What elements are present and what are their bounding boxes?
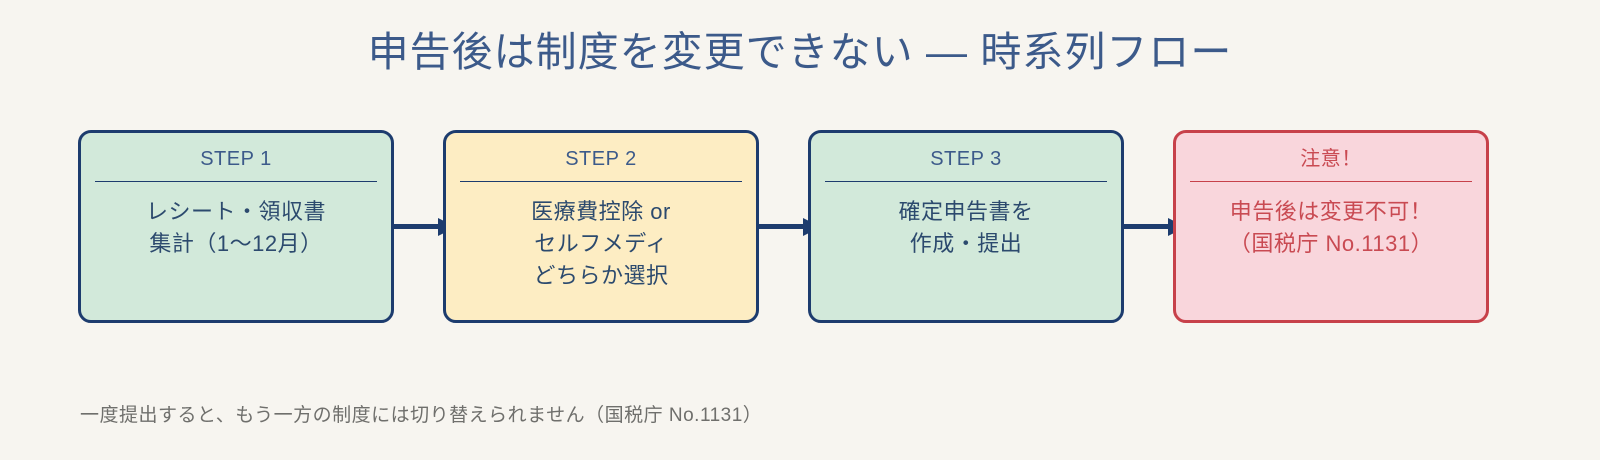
flow-node-header: STEP 3 — [930, 148, 1002, 170]
flow-node-body-line: 確定申告書を — [898, 199, 1034, 224]
flow-node-header: 注意！ — [1300, 148, 1362, 170]
flow-node-body: レシート・領収書 集計（1〜12月） — [146, 196, 326, 260]
arrow-shaft — [394, 224, 440, 229]
flow-node-step2: STEP 2 医療費控除 or セルフメディ どちらか選択 — [443, 130, 759, 323]
flow-node-body-line: レシート・領収書 — [145, 199, 326, 224]
flow-node-body: 医療費控除 or セルフメディ どちらか選択 — [531, 196, 671, 292]
flow-node-warning: 注意！ 申告後は変更不可！ （国税庁 No.1131） — [1173, 130, 1489, 323]
arrow-shaft — [759, 224, 805, 229]
flow-row: STEP 1 レシート・領収書 集計（1〜12月） STEP 2 医療費控除 o… — [78, 130, 1518, 323]
arrow-shaft — [1124, 224, 1170, 229]
flow-node-body-line: どちらか選択 — [533, 262, 669, 288]
flow-node-body-line: 作成・提出 — [909, 230, 1023, 256]
flow-node-body: 申告後は変更不可！ （国税庁 No.1131） — [1229, 196, 1433, 260]
flow-node-divider — [1190, 181, 1472, 182]
flow-node-divider — [95, 181, 377, 182]
flow-node-divider — [825, 181, 1107, 182]
flow-node-header: STEP 1 — [200, 148, 272, 170]
flow-node-body-line: （国税庁 No.1131） — [1228, 230, 1434, 256]
flow-node-divider — [460, 181, 742, 182]
flow-node-header: STEP 2 — [565, 148, 637, 170]
flow-node-body-line: セルフメディ — [534, 230, 668, 256]
flow-node-step1: STEP 1 レシート・領収書 集計（1〜12月） — [78, 130, 394, 323]
flow-node-body-line: 集計（1〜12月） — [149, 230, 323, 256]
flow-node-step3: STEP 3 確定申告書を 作成・提出 — [808, 130, 1124, 323]
flow-node-body: 確定申告書を 作成・提出 — [898, 196, 1033, 260]
footnote-caption: 一度提出すると、もう一方の制度には切り替えられません（国税庁 No.1131） — [80, 405, 763, 426]
flow-node-body-line: 医療費控除 or — [531, 199, 671, 224]
page-title: 申告後は制度を変更できない — 時系列フロー — [367, 29, 1233, 75]
flow-node-body-line: 申告後は変更不可！ — [1229, 199, 1433, 224]
